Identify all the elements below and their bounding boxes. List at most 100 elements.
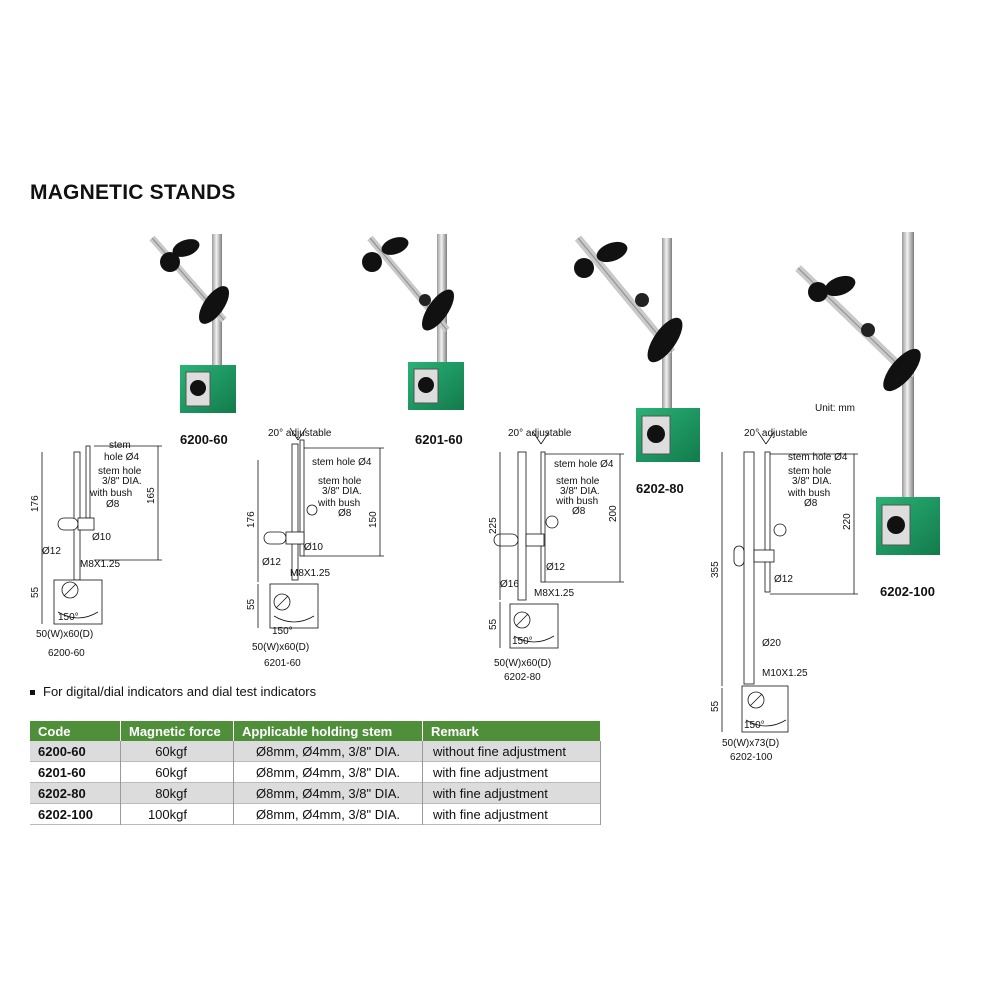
d3-bush: with bush <box>555 496 598 507</box>
d1-bush-label: with bush <box>89 488 132 499</box>
d3-thread: M8X1.25 <box>534 588 574 599</box>
d2-height-arm: 150 <box>368 511 379 528</box>
cell-stem: Ø8mm, Ø4mm, 3/8" DIA. <box>233 803 423 825</box>
d2-stem-hole: stem hole Ø4 <box>312 457 372 468</box>
d1-bush-dia: Ø8 <box>106 499 120 510</box>
model-label-6202-100: 6202-100 <box>880 584 935 599</box>
d2-d10: Ø10 <box>304 542 323 553</box>
unit-label: Unit: mm <box>815 403 855 414</box>
d1-stem-label: stem <box>109 440 131 451</box>
d4-adjustable: 20° adjustable <box>744 428 808 439</box>
d2-stem-hole2: stem hole <box>318 476 362 487</box>
table-header-row: Code Magnetic force Applicable holding s… <box>30 721 601 741</box>
d1-angle: 150° <box>58 612 79 623</box>
header-remark: Remark <box>422 721 601 741</box>
d1-thread: M8X1.25 <box>80 559 120 570</box>
drawing-6202-80 <box>493 431 624 649</box>
d4-height-total: 355 <box>710 561 721 578</box>
stand-photo-6201-60 <box>362 234 464 410</box>
cell-remark: with fine adjustment <box>422 782 601 804</box>
d1-d10: Ø10 <box>92 532 111 543</box>
stand-photo-6202-100 <box>795 232 940 555</box>
d4-bush: with bush <box>787 488 830 499</box>
d3-angle: 150° <box>512 636 533 647</box>
d4-stem-hole: stem hole Ø4 <box>788 452 848 463</box>
d4-thread: M10X1.25 <box>762 668 808 679</box>
model-label-6200-60: 6200-60 <box>180 432 228 447</box>
cell-remark: with fine adjustment <box>422 803 601 825</box>
header-magnetic-force: Magnetic force <box>120 721 234 741</box>
cell-force: 100kgf <box>120 803 234 825</box>
cell-force: 60kgf <box>120 741 234 762</box>
d1-height-arm: 165 <box>146 487 157 504</box>
d3-height-total: 225 <box>488 517 499 534</box>
cell-force: 80kgf <box>120 782 234 804</box>
d2-angle: 150° <box>272 626 293 637</box>
d3-d12: Ø12 <box>546 562 565 573</box>
d4-stem-hole2: stem hole <box>788 466 832 477</box>
cell-remark: with fine adjustment <box>422 761 601 783</box>
d4-base-height: 55 <box>710 700 721 712</box>
table-row: 6202-80 80kgf Ø8mm, Ø4mm, 3/8" DIA. with… <box>30 782 601 804</box>
d4-d20: Ø20 <box>762 638 781 649</box>
d3-caption: 6202-80 <box>504 672 541 683</box>
d2-base-height: 55 <box>246 598 257 610</box>
stand-photo-6202-80 <box>574 235 700 462</box>
table-row: 6200-60 60kgf Ø8mm, Ø4mm, 3/8" DIA. with… <box>30 741 601 762</box>
d3-base-height: 55 <box>488 618 499 630</box>
d4-dia: 3/8" DIA. <box>792 476 832 487</box>
d2-dia: 3/8" DIA. <box>322 486 362 497</box>
bullet-note: For digital/dial indicators and dial tes… <box>30 684 316 699</box>
d2-caption: 6201-60 <box>264 658 301 669</box>
model-label-6201-60: 6201-60 <box>415 432 463 447</box>
d1-base-height: 55 <box>30 586 41 598</box>
drawing-6202-100 <box>721 431 858 733</box>
d2-bush-dia: Ø8 <box>338 508 352 519</box>
d4-bush-dia: Ø8 <box>804 498 818 509</box>
d4-caption: 6202-100 <box>730 752 773 763</box>
d2-height-total: 176 <box>246 511 257 528</box>
d4-base-size: 50(W)x73(D) <box>722 738 779 749</box>
cell-code: 6200-60 <box>30 741 121 762</box>
d1-dia-label: 3/8" DIA. <box>102 476 142 487</box>
model-label-6202-80: 6202-80 <box>636 481 684 496</box>
d1-base-size: 50(W)x60(D) <box>36 629 93 640</box>
bullet-text: For digital/dial indicators and dial tes… <box>43 684 317 699</box>
cell-code: 6202-80 <box>30 782 121 804</box>
d3-d16: Ø16 <box>500 579 519 590</box>
cell-remark: without fine adjustment <box>422 741 601 762</box>
d3-stem-hole: stem hole Ø4 <box>554 459 614 470</box>
d4-d12: Ø12 <box>774 574 793 585</box>
d1-height-total: 176 <box>30 495 41 512</box>
d2-thread: M8X1.25 <box>290 568 330 579</box>
stand-photo-6200-60 <box>149 234 236 413</box>
header-code: Code <box>30 721 121 741</box>
d2-base-size: 50(W)x60(D) <box>252 642 309 653</box>
d4-angle: 150° <box>744 720 765 731</box>
table-row: 6202-100 100kgf Ø8mm, Ø4mm, 3/8" DIA. wi… <box>30 803 601 825</box>
cell-code: 6201-60 <box>30 761 121 783</box>
bullet-icon <box>30 690 35 696</box>
table-row: 6201-60 60kgf Ø8mm, Ø4mm, 3/8" DIA. with… <box>30 761 601 783</box>
d3-dia: 3/8" DIA. <box>560 486 600 497</box>
drawing-6200-60 <box>41 445 162 625</box>
d2-adjustable: 20° adjustable <box>268 428 332 439</box>
d4-height-arm: 220 <box>842 513 853 530</box>
cell-force: 60kgf <box>120 761 234 783</box>
cell-stem: Ø8mm, Ø4mm, 3/8" DIA. <box>233 761 423 783</box>
d3-bush-dia: Ø8 <box>572 506 586 517</box>
spec-table: Code Magnetic force Applicable holding s… <box>30 721 601 825</box>
d3-stem-hole2: stem hole <box>556 476 600 487</box>
drawing-6201-60 <box>257 427 384 629</box>
d3-height-arm: 200 <box>608 505 619 522</box>
d1-stem-hole-label: hole Ø4 <box>104 452 139 463</box>
d3-adjustable: 20° adjustable <box>508 428 572 439</box>
d1-stem-hole2-label: stem hole <box>98 466 142 477</box>
cell-stem: Ø8mm, Ø4mm, 3/8" DIA. <box>233 782 423 804</box>
cell-stem: Ø8mm, Ø4mm, 3/8" DIA. <box>233 741 423 762</box>
d1-d12: Ø12 <box>42 546 61 557</box>
d2-bush: with bush <box>317 498 360 509</box>
header-holding-stem: Applicable holding stem <box>233 721 423 741</box>
